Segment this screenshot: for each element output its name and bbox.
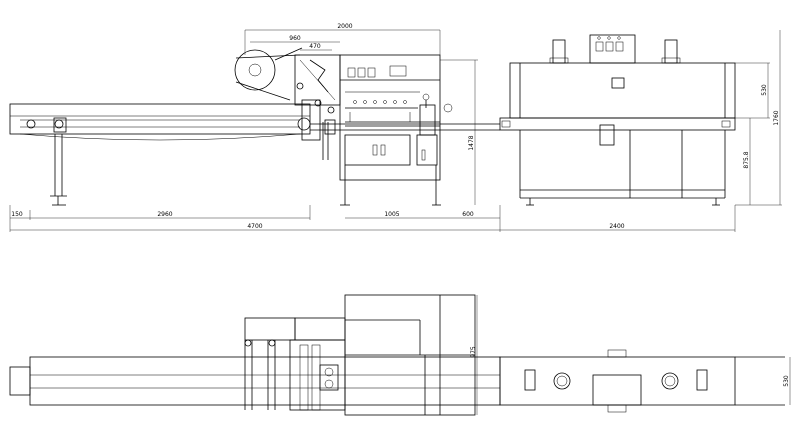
top-view: 975 530 — [9, 294, 791, 416]
dim-sealer-depth: 975 — [470, 346, 477, 358]
infeed-conveyor-top — [9, 356, 501, 406]
dim-tunnel-length: 2400 — [609, 223, 624, 230]
top-dimensions: 975 530 — [470, 295, 791, 415]
dim-sealer-width: 1005 — [384, 211, 399, 218]
shrink-tunnel — [499, 34, 736, 206]
dim-tunnel-leg: 875.8 — [743, 151, 750, 168]
front-view: 2000 960 470 150 2960 1005 600 4700 2400 — [9, 23, 782, 232]
dim-film-roll-offset: 470 — [309, 43, 321, 50]
tunnel-top — [499, 349, 785, 413]
sealer-machine — [310, 54, 500, 206]
dim-sealer-height: 1478 — [468, 135, 475, 150]
dim-wrapper-width: 2000 — [337, 23, 352, 30]
dim-gap: 600 — [462, 211, 474, 218]
sealer-top — [344, 294, 476, 416]
dim-tunnel-width: 530 — [783, 375, 790, 387]
front-dimensions: 2000 960 470 150 2960 1005 600 4700 2400 — [9, 23, 782, 232]
dim-tunnel-top: 530 — [761, 84, 768, 96]
dim-infeed-left: 150 — [11, 211, 23, 218]
dim-infeed-length: 2960 — [157, 211, 172, 218]
indicator-dots — [353, 100, 407, 104]
dim-tunnel-height: 1760 — [773, 110, 780, 125]
dim-film-roll-width: 960 — [289, 35, 301, 42]
wrapper-top — [244, 317, 346, 411]
infeed-conveyor — [9, 103, 311, 206]
dim-total-length: 4700 — [247, 223, 262, 230]
